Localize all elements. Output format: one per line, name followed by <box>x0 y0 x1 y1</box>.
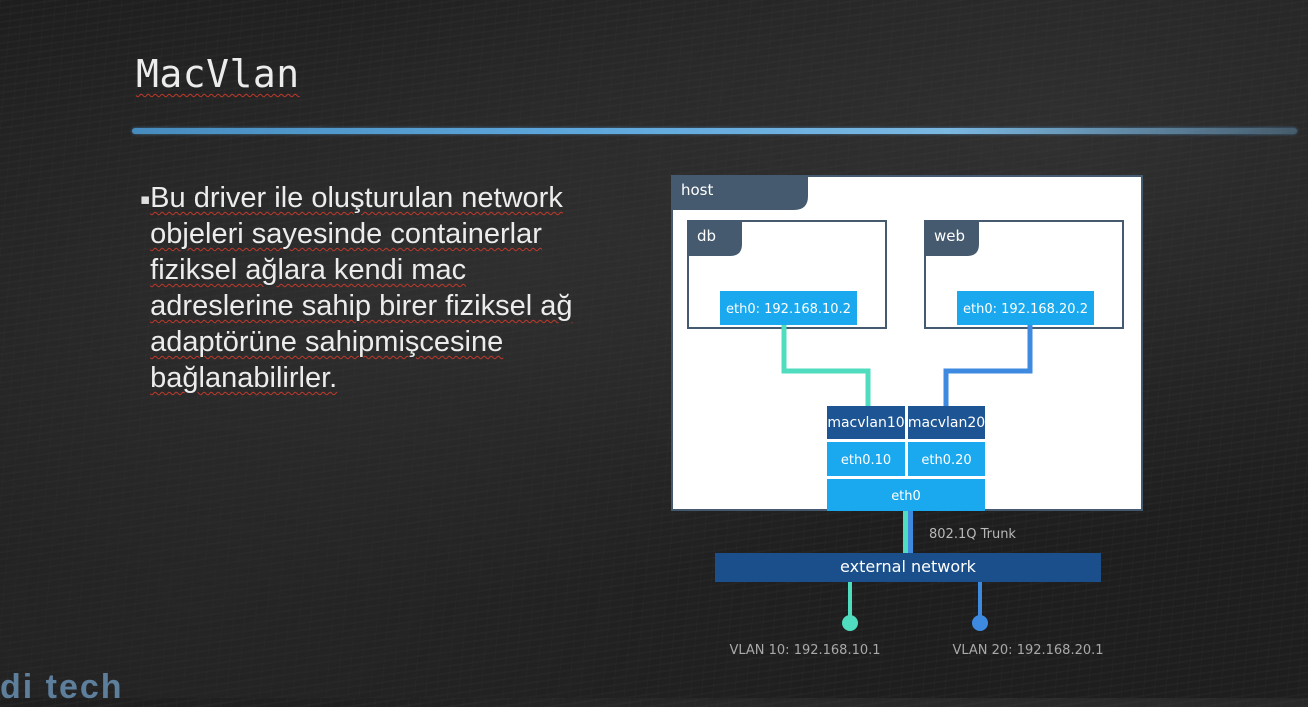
web-eth0-label: eth0: 192.168.20.2 <box>963 302 1088 317</box>
db-link-line <box>781 325 871 406</box>
web-eth0-box <box>957 291 1094 325</box>
web-label: web <box>934 227 965 245</box>
company-logo: di tech <box>0 668 124 706</box>
vlan20-endpoint-dot <box>972 615 988 631</box>
host-label: host <box>681 181 713 199</box>
bullet-square-icon: ▪ <box>140 190 151 208</box>
vlan20-drop-line <box>978 582 982 618</box>
bullet-item: ▪ Bu driver ile oluşturulan network obje… <box>140 180 600 396</box>
vlan20-label: VLAN 20: 192.168.20.1 <box>952 643 1103 658</box>
macvlan10-box <box>827 406 905 439</box>
external-network-label: external network <box>840 557 977 576</box>
macvlan20-label: macvlan20 <box>908 415 985 431</box>
host-eth0-box <box>827 479 985 511</box>
db-tab <box>688 221 742 256</box>
vlan10-drop-line <box>848 582 852 618</box>
trunk-line-teal <box>903 511 908 553</box>
db-eth0-box <box>720 291 857 325</box>
trunk-line-blue <box>908 511 913 553</box>
bullet-text: Bu driver ile oluşturulan network objele… <box>150 182 573 394</box>
eth0-10-label: eth0.10 <box>841 453 891 468</box>
macvlan20-box <box>908 406 985 439</box>
trunk-label: 802.1Q Trunk <box>929 527 1016 542</box>
host-eth0-label: eth0 <box>891 489 921 504</box>
eth0-20-box <box>908 442 985 476</box>
slide-title: MacVlan <box>136 52 300 96</box>
host-tab <box>672 176 808 210</box>
external-network-bar <box>715 553 1101 582</box>
title-underline-rule <box>132 128 1297 134</box>
macvlan10-label: macvlan10 <box>827 415 904 431</box>
db-label: db <box>697 227 716 245</box>
vlan10-endpoint-dot <box>842 615 858 631</box>
web-tab <box>925 221 979 256</box>
db-eth0-label: eth0: 192.168.10.2 <box>726 302 851 317</box>
eth0-20-label: eth0.20 <box>921 453 971 468</box>
eth0-10-box <box>827 442 905 476</box>
vlan10-label: VLAN 10: 192.168.10.1 <box>729 643 880 658</box>
web-link-line <box>943 325 1033 406</box>
